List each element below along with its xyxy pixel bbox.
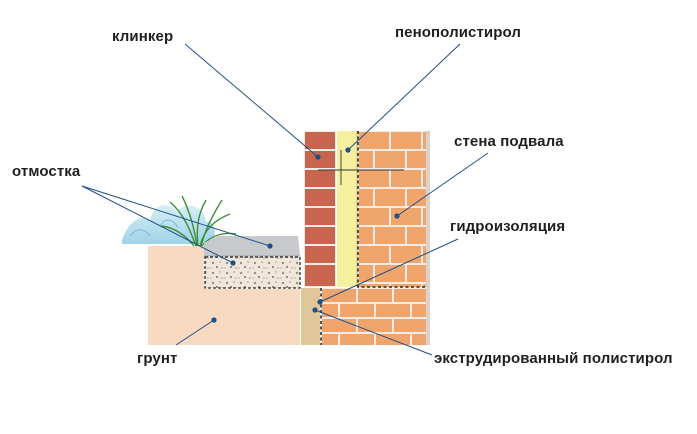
soil-layer [148, 246, 300, 345]
label-soil: грунт [137, 350, 178, 367]
label-extruded-polystyrene: экструдированный полистирол [434, 350, 673, 367]
brick [407, 227, 426, 244]
wall-tie [318, 150, 404, 185]
brick [412, 334, 426, 345]
brick [391, 132, 421, 149]
brick [358, 319, 392, 332]
brick [359, 189, 373, 206]
brick [407, 265, 426, 282]
brick [322, 304, 338, 317]
brick [340, 304, 374, 317]
brick [391, 170, 421, 187]
brick [359, 284, 389, 287]
brick [407, 151, 426, 168]
brick [391, 246, 421, 263]
wall-edge-shadow [426, 131, 430, 345]
brick [407, 189, 426, 206]
brick [375, 151, 405, 168]
brick [359, 246, 389, 263]
brick [376, 304, 410, 317]
label-clinker: клинкер [112, 28, 174, 45]
label-waterproofing: гидроизоляция [450, 218, 566, 235]
label-polystyrene-foam: пенополистирол [395, 24, 522, 41]
brick [359, 151, 373, 168]
label-blind-area: отмостка [12, 163, 81, 180]
brick [375, 265, 405, 282]
label-basement-wall: стена подвала [454, 133, 564, 150]
brick [358, 289, 392, 302]
brick [359, 208, 389, 225]
brick [423, 170, 426, 187]
polystyrene-foam-layer [337, 131, 358, 287]
brick [375, 227, 405, 244]
brick [423, 208, 426, 225]
brick [322, 319, 356, 332]
brick [359, 170, 389, 187]
brick [394, 319, 426, 332]
brick [391, 284, 421, 287]
blind-area-slab [204, 236, 300, 257]
basement-wall-lower [321, 288, 426, 345]
brick [340, 334, 374, 345]
brick [322, 334, 338, 345]
brick [359, 132, 389, 149]
brick [412, 304, 426, 317]
gravel-cushion [204, 256, 301, 289]
clinker-bricks [304, 131, 336, 287]
leader-lines [81, 43, 489, 356]
brick [423, 132, 426, 149]
extruded-polystyrene-board [301, 288, 320, 345]
brick [375, 189, 405, 206]
basement-wall-bricks [358, 131, 426, 345]
waterproofing-line [320, 131, 426, 345]
brick [394, 289, 426, 302]
brick [391, 208, 421, 225]
brick [359, 265, 373, 282]
brick [423, 284, 426, 287]
brick [359, 227, 373, 244]
brick [322, 289, 356, 302]
grass-bush [122, 195, 237, 247]
leader-dots [211, 147, 400, 323]
